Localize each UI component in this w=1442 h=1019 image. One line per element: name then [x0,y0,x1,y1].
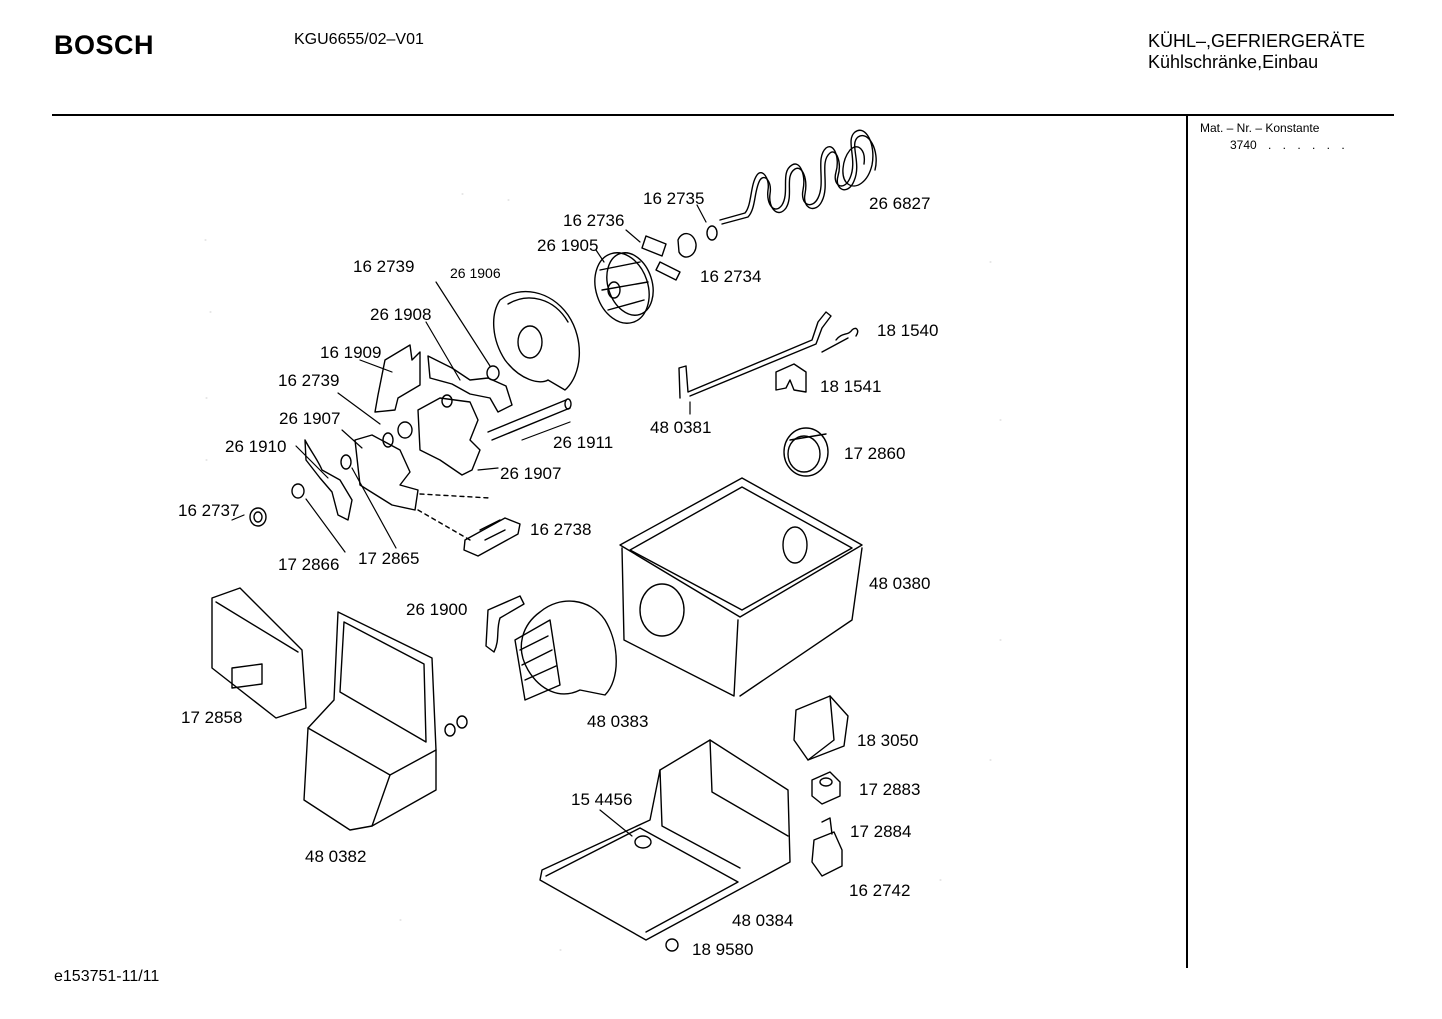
part-label: 48 0381 [650,418,712,437]
heating-coil-drawing [719,129,877,225]
part-label: 18 9580 [692,940,754,959]
ice-bucket-drawing [619,477,863,697]
part-label: 16 2738 [530,520,592,539]
part-label: 26 1905 [537,236,599,255]
ring-drawing [783,427,829,477]
part-label: 18 1540 [877,321,939,340]
washers-drawing [249,365,500,527]
part-label: 26 1908 [370,305,432,324]
part-label: 16 1909 [320,343,382,362]
part-label: 18 3050 [857,731,919,750]
part-label: 17 2884 [850,822,912,841]
sidebar-divider [1186,116,1188,968]
part-label: 16 2734 [700,267,762,286]
shaft-drawing [487,398,572,441]
fan-hub-drawing [641,225,718,281]
leader-lines [231,204,707,837]
clip-18-1541-drawing [775,363,807,393]
document-id: e153751-11/11 [54,968,160,985]
material-number-value: 3740 [1230,138,1257,152]
part-label: 16 2739 [278,371,340,390]
part-label: 26 6827 [869,194,931,213]
model-number: KGU6655/02–V01 [294,31,424,48]
material-number-dots: . . . . . . [1268,138,1349,152]
part-label: 16 2739 [353,257,415,276]
part-label: 18 1541 [820,377,882,396]
part-label: 48 0380 [869,574,931,593]
header-divider [52,114,1394,116]
brand-logo: BOSCH [54,30,155,60]
clip-part-drawing [417,493,521,557]
motor-housing-drawing [485,595,617,701]
part-label: 26 1900 [406,600,468,619]
part-label: 48 0383 [587,712,649,731]
category-subtitle: Kühlschränke,Einbau [1148,52,1319,72]
wire-rod-drawing [678,311,859,399]
bracket-assembly-drawing [304,344,513,521]
fan-housing-drawing [492,290,580,391]
part-label: 17 2860 [844,444,906,463]
dispenser-housing-drawing [303,611,468,831]
solenoid-drawing [811,771,841,805]
part-label: 15 4456 [571,790,633,809]
part-label: 26 1910 [225,437,287,456]
scan-dots [204,193,1002,951]
switch-drawing [811,817,843,877]
part-label: 48 0384 [732,911,794,930]
part-label: 26 1907 [500,464,562,483]
part-label: 48 0382 [305,847,367,866]
part-label: 26 1911 [553,433,614,452]
part-label: 16 2737 [178,501,240,520]
category-title: KÜHL–,GEFRIERGERÄTE [1148,31,1366,51]
part-label: 16 2735 [643,189,705,208]
part-label: 17 2858 [181,708,243,727]
tray-drawing [539,739,791,952]
part-label: 16 2742 [849,881,911,900]
part-label: 17 2866 [278,555,340,574]
part-label: 17 2883 [859,780,921,799]
part-label: 26 1907 [279,409,341,428]
part-label: 16 2736 [563,211,625,230]
part-label: 17 2865 [358,549,420,568]
part-label: 26 1906 [450,265,501,281]
cover-plate-drawing [211,587,307,719]
fan-wheel-drawing [594,252,654,324]
material-number-label: Mat. – Nr. – Konstante [1200,121,1320,135]
relay-drawing [793,695,849,761]
